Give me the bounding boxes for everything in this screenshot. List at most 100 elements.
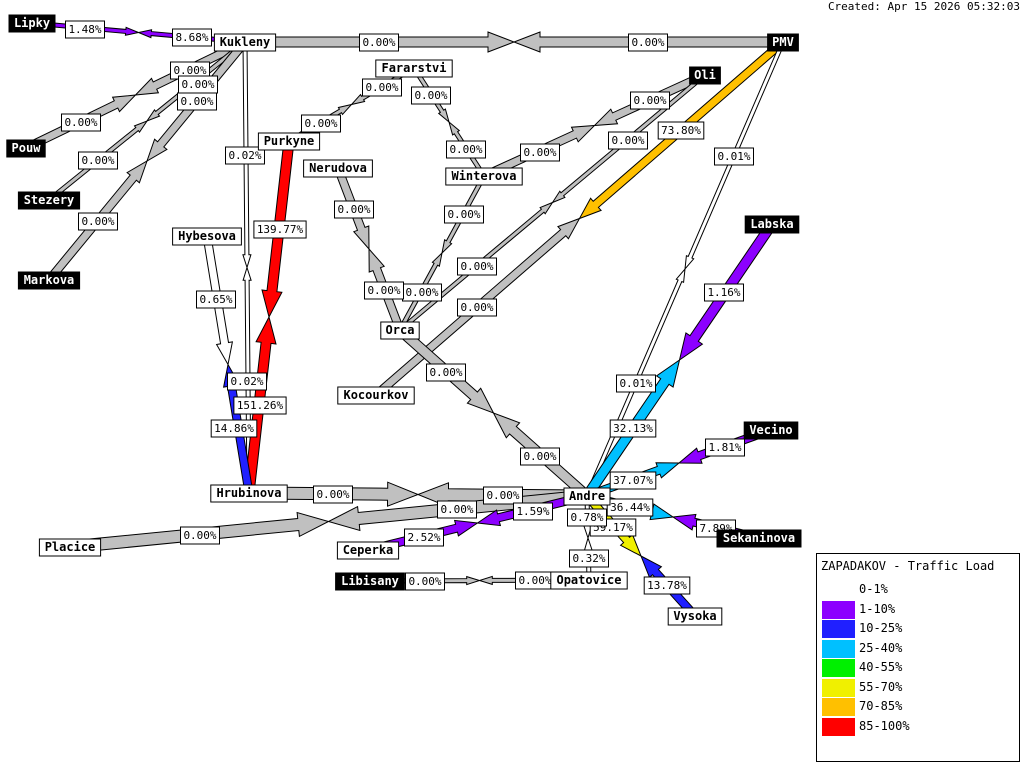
node-winterova[interactable]: Winterova: [445, 167, 523, 186]
node-lipky[interactable]: Lipky: [8, 14, 56, 33]
node-kocourkov[interactable]: Kocourkov: [337, 386, 415, 405]
node-hybesova[interactable]: Hybesova: [172, 227, 242, 246]
label-box: [705, 438, 745, 457]
link-load-label: 0.00%: [178, 75, 218, 94]
link-nerudova-orca[interactable]: [333, 165, 405, 333]
node-hrubinova[interactable]: Hrubinova: [210, 484, 288, 503]
node-libisany[interactable]: Libisany: [335, 572, 405, 591]
node-fararstvi[interactable]: Fararstvi: [375, 59, 453, 78]
link-load-text: 2.52%: [407, 531, 440, 544]
label-box: [253, 220, 307, 239]
link-load-text: 0.00%: [414, 89, 447, 102]
node-box: [6, 139, 46, 158]
legend-row: 25-40%: [822, 639, 1012, 659]
link-load-label: 0.00%: [411, 86, 451, 105]
link-load-label: 0.00%: [362, 78, 402, 97]
link-load-text: 1.59%: [516, 505, 549, 518]
node-nerudova[interactable]: Nerudova: [303, 159, 373, 178]
link-load-text: 0.00%: [81, 215, 114, 228]
legend: ZAPADAKOV - Traffic Load 0-1%1-10%10-25%…: [816, 553, 1020, 762]
node-label: Ceperka: [343, 543, 394, 557]
node-pmv[interactable]: PMV: [767, 33, 799, 52]
link-orca-andre[interactable]: [395, 325, 592, 501]
node-label: Kukleny: [220, 35, 271, 49]
node-label: Nerudova: [309, 161, 367, 175]
legend-range-label: 55-70%: [859, 679, 903, 694]
link-labska-andre[interactable]: [582, 220, 777, 500]
link-load-label: 0.00%: [608, 131, 648, 150]
legend-swatch: [822, 581, 855, 599]
node-pouw[interactable]: Pouw: [6, 139, 46, 158]
link-load-label: 0.00%: [301, 114, 341, 133]
node-box: [689, 66, 721, 85]
node-vysoka[interactable]: Vysoka: [667, 607, 723, 626]
node-opatovice[interactable]: Opatovice: [550, 571, 628, 590]
node-ceperka[interactable]: Ceperka: [336, 541, 400, 560]
legend-swatch: [822, 717, 855, 736]
legend-range-label: 10-25%: [859, 621, 903, 635]
label-box: [65, 20, 105, 39]
label-box: [608, 131, 648, 150]
node-label: Hybesova: [178, 229, 236, 243]
link-load-text: 0.00%: [447, 208, 480, 221]
node-sekaninova[interactable]: Sekaninova: [716, 529, 802, 548]
node-label: Libisany: [341, 574, 399, 588]
node-label: Kocourkov: [343, 388, 408, 402]
link-load-label: 0.00%: [170, 61, 210, 80]
label-box: [78, 151, 118, 170]
link-load-label: 0.00%: [437, 500, 477, 519]
label-box: [364, 281, 404, 300]
link-load-label: 151.26%: [233, 396, 287, 415]
link-load-label: 0.00%: [426, 363, 466, 382]
link-load-text: 0.00%: [337, 203, 370, 216]
node-andre[interactable]: Andre: [563, 487, 611, 506]
label-box: [457, 298, 497, 317]
link-load-text: 0.00%: [316, 488, 349, 501]
link-load-text: 32.13%: [613, 422, 653, 435]
node-label: Vecino: [749, 423, 792, 437]
link-load-label: 14.86%: [210, 419, 258, 438]
link-kukleny-pmv[interactable]: [244, 31, 784, 53]
label-box: [609, 471, 657, 490]
node-markova[interactable]: Markova: [17, 271, 81, 290]
node-placice[interactable]: Placice: [38, 538, 102, 557]
label-box: [569, 549, 609, 568]
node-box: [210, 484, 288, 503]
link-load-text: 73.80%: [661, 124, 701, 137]
link-load-text: 0.00%: [180, 95, 213, 108]
node-box: [257, 132, 321, 151]
node-vecino[interactable]: Vecino: [743, 421, 799, 440]
node-purkyne[interactable]: Purkyne: [257, 132, 321, 151]
node-label: Winterova: [451, 169, 516, 183]
node-box: [375, 59, 453, 78]
legend-row: 1-10%: [822, 600, 1012, 620]
node-labska[interactable]: Labska: [744, 215, 800, 234]
link-load-text: 0.00%: [523, 450, 556, 463]
link-load-text: 0.01%: [619, 377, 652, 390]
link-load-text: 0.00%: [173, 64, 206, 77]
node-box: [550, 571, 628, 590]
link-load-text: 0.00%: [460, 260, 493, 273]
node-orca[interactable]: Orca: [380, 321, 420, 340]
node-box: [8, 14, 56, 33]
node-label: Labska: [750, 217, 793, 231]
node-kukleny[interactable]: Kukleny: [213, 33, 277, 52]
link-load-label: 1.81%: [705, 438, 745, 457]
link-load-label: 0.00%: [364, 281, 404, 300]
label-box: [609, 419, 657, 438]
link-lipky-kukleny[interactable]: [31, 20, 246, 45]
node-label: Fararstvi: [381, 61, 446, 75]
link-purkyne-hrubinova[interactable]: [243, 139, 295, 495]
node-label: Hrubinova: [216, 486, 281, 500]
node-stezery[interactable]: Stezery: [17, 191, 81, 210]
node-box: [445, 167, 523, 186]
label-box: [411, 86, 451, 105]
label-box: [457, 257, 497, 276]
legend-swatch: [822, 659, 855, 677]
node-oli[interactable]: Oli: [689, 66, 721, 85]
link-load-text: 0.01%: [717, 150, 750, 163]
link-fararstvi-winterova[interactable]: [411, 66, 487, 178]
link-load-label: 0.00%: [313, 485, 353, 504]
link-load-label: 0.01%: [616, 374, 656, 393]
